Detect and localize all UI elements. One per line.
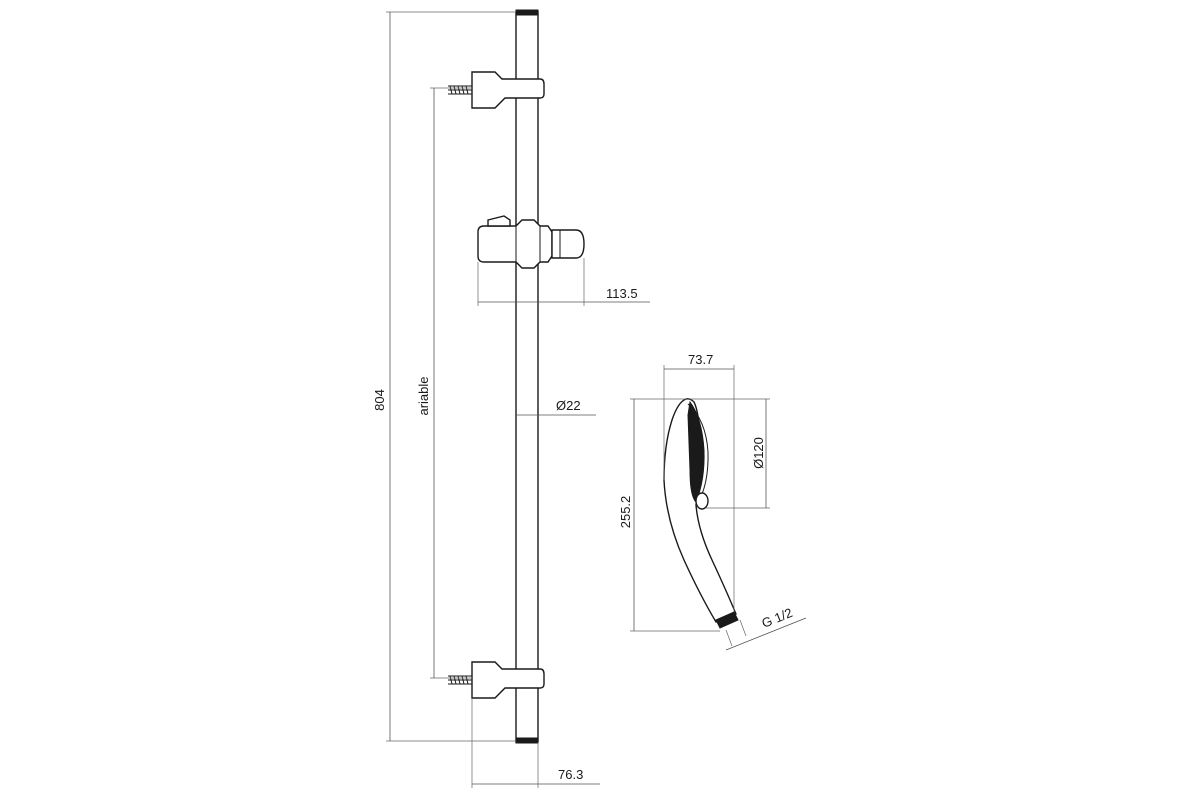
hand-shower <box>663 398 739 629</box>
slide-rail-assembly <box>448 9 585 744</box>
thread-connector <box>715 611 739 629</box>
spray-face <box>687 400 705 503</box>
rail-diameter-label: Ø22 <box>556 398 581 413</box>
variable-label: ariable <box>416 376 431 415</box>
head-width-label: 73.7 <box>688 352 713 367</box>
rail-top-cap <box>515 9 539 16</box>
top-wall-bracket <box>448 71 545 109</box>
shower-holder <box>477 215 585 269</box>
overall-height-label: 804 <box>372 389 387 411</box>
holder-width-label: 113.5 <box>606 286 638 301</box>
thread-label: G 1/2 <box>760 605 795 631</box>
hand-shower-dimensions: 73.7 Ø120 255.2 G 1/2 <box>618 352 807 651</box>
top-screw <box>448 85 472 95</box>
hand-shower-length-label: 255.2 <box>618 496 633 529</box>
rail-tube <box>515 11 539 743</box>
head-diameter-label: Ø120 <box>751 437 766 469</box>
rail-bottom-cap <box>515 737 539 744</box>
bottom-screw <box>448 675 472 685</box>
wall-offset-label: 76.3 <box>558 767 583 782</box>
spray-selector <box>695 492 709 510</box>
rail-dimensions: 804 ariable 113.5 Ø22 76.3 <box>372 11 650 788</box>
bottom-wall-bracket <box>448 661 545 699</box>
